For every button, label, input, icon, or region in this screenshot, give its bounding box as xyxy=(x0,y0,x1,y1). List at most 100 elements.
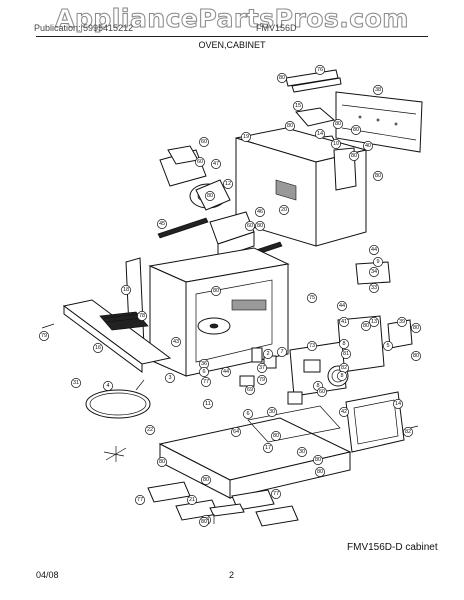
callout-number: 6 xyxy=(246,411,249,417)
part-callout-80: 80 xyxy=(373,171,383,181)
callout-circle xyxy=(211,286,221,296)
callout-circle xyxy=(337,301,347,311)
part-callout-79: 79 xyxy=(39,331,49,341)
callout-number: 45 xyxy=(159,221,165,227)
part-callout-44: 44 xyxy=(369,245,379,255)
callout-number: 76 xyxy=(317,67,323,73)
part-callout-14: 14 xyxy=(315,129,325,139)
callout-circle xyxy=(121,285,131,295)
callout-number: 78 xyxy=(139,313,145,319)
part-callout-79: 79 xyxy=(257,375,267,385)
callout-number: 64 xyxy=(233,429,239,435)
part-callout-39: 39 xyxy=(397,317,407,327)
callout-circle xyxy=(255,207,265,217)
part-callout-43: 43 xyxy=(171,337,181,347)
air-duct xyxy=(209,211,255,259)
callout-circle xyxy=(369,317,379,327)
part-callout-38: 38 xyxy=(373,85,383,95)
callout-number: 80 xyxy=(351,153,357,159)
callout-number: 79 xyxy=(259,377,265,383)
callout-circle xyxy=(351,125,361,135)
part-callout-11: 11 xyxy=(203,399,213,409)
callout-number: 39 xyxy=(399,319,405,325)
callout-circle xyxy=(411,323,421,333)
watermark: AppliancePartsPros.com xyxy=(55,4,409,34)
part-callout-80: 80 xyxy=(351,125,361,135)
callout-number: 80 xyxy=(201,519,207,525)
callout-number: 80 xyxy=(203,477,209,483)
front-grille xyxy=(62,299,172,373)
part-callout-60: 60 xyxy=(195,157,205,167)
callout-circle xyxy=(201,377,211,387)
callout-circle xyxy=(315,65,325,75)
callout-number: 80 xyxy=(413,325,419,331)
part-callout-69: 69 xyxy=(245,385,255,395)
callout-number: 75 xyxy=(309,295,315,301)
callout-number: 41 xyxy=(341,319,347,325)
model-label: FMV156D xyxy=(256,23,297,33)
callout-number: 2 xyxy=(266,351,269,357)
part-callout-31: 31 xyxy=(71,378,81,388)
callout-circle xyxy=(373,257,383,267)
part-callout-18: 18 xyxy=(121,285,131,295)
callout-circle xyxy=(331,139,341,149)
callout-number: 77 xyxy=(203,379,209,385)
callout-number: 8 xyxy=(342,341,345,347)
callout-number: 80 xyxy=(207,193,213,199)
callout-circle xyxy=(257,363,267,373)
callout-number: 80 xyxy=(257,223,263,229)
callout-circle xyxy=(157,219,167,229)
callout-circle xyxy=(307,341,317,351)
part-callout-30: 30 xyxy=(267,407,277,417)
callout-number: 4 xyxy=(106,383,109,389)
callout-circle xyxy=(333,119,343,129)
callout-circle xyxy=(373,85,383,95)
header-rule xyxy=(36,36,428,37)
callout-circle xyxy=(373,171,383,181)
part-callout-80: 80 xyxy=(349,151,359,161)
callout-circle xyxy=(285,121,295,131)
callout-number: 73 xyxy=(309,343,315,349)
callout-number: 82 xyxy=(341,365,347,371)
callout-circle xyxy=(93,343,103,353)
callout-number: 43 xyxy=(173,339,179,345)
part-callout-60: 60 xyxy=(317,387,327,397)
callout-number: 44 xyxy=(339,303,345,309)
callout-circle xyxy=(263,349,273,359)
part-callout-77: 77 xyxy=(271,489,281,499)
callout-circle xyxy=(39,331,49,341)
part-callout-80: 80 xyxy=(271,431,281,441)
callout-number: 80 xyxy=(273,433,279,439)
callout-number: 77 xyxy=(273,491,279,497)
callout-number: 14 xyxy=(395,401,401,407)
diagram-caption: FMV156D-D cabinet xyxy=(347,542,438,553)
callout-number: 8 xyxy=(316,383,319,389)
part-callout-47: 47 xyxy=(211,159,221,169)
part-callout-75: 75 xyxy=(307,293,317,303)
screws xyxy=(41,323,419,524)
callout-number: 80 xyxy=(363,323,369,329)
callout-number: 6 xyxy=(202,369,205,375)
callout-number: 31 xyxy=(73,380,79,386)
callout-number: 79 xyxy=(41,333,47,339)
part-callout-5: 5 xyxy=(383,341,393,351)
callout-circle xyxy=(171,337,181,347)
callout-number: 12 xyxy=(225,181,231,187)
callout-number: 30 xyxy=(299,449,305,455)
callout-number: 14 xyxy=(317,131,323,137)
part-callout-80: 80 xyxy=(157,457,167,467)
callout-number: 20 xyxy=(281,207,287,213)
part-callout-20: 20 xyxy=(279,205,289,215)
callout-circle xyxy=(145,425,155,435)
callout-number: 21 xyxy=(189,497,195,503)
callout-circle xyxy=(243,409,253,419)
part-callout-80: 80 xyxy=(313,455,323,465)
part-callout-14: 14 xyxy=(393,399,403,409)
part-callout-10: 10 xyxy=(331,139,341,149)
callout-number: 60 xyxy=(319,389,325,395)
callout-circle xyxy=(187,495,197,505)
side-panel xyxy=(345,391,405,453)
callout-number: 80 xyxy=(159,459,165,465)
part-callout-80: 80 xyxy=(411,351,421,361)
